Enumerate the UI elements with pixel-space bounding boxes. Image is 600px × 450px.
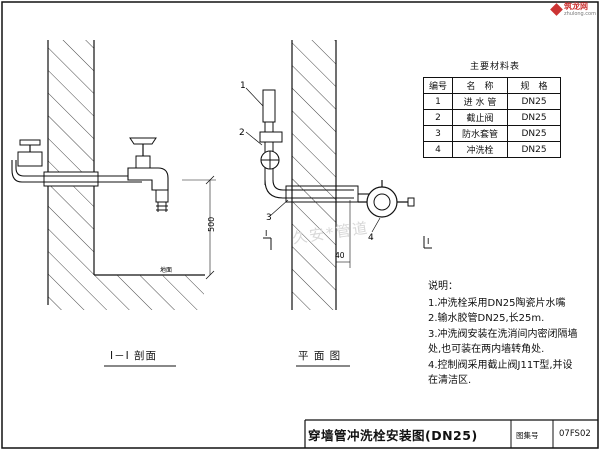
hose-nozzle xyxy=(156,202,168,212)
materials-table: 编号 名 称 规 格 1 进 水 管 DN25 2 截止阀 DN25 3 防水套… xyxy=(423,77,561,158)
notes-title: 说明： xyxy=(428,281,458,292)
notes: 说明： 1.冲洗栓采用DN25陶瓷片水嘴 2.输水胶管DN25,长25m. 3.… xyxy=(428,279,593,389)
note-line: 1.冲洗栓采用DN25陶瓷片水嘴 xyxy=(428,297,566,309)
section-view: 500 地面 xyxy=(11,40,216,367)
section-mark-left: I xyxy=(265,229,267,238)
plan-view: 1 2 3 4 40 I I xyxy=(239,40,432,367)
materials-header-row: 编号 名 称 规 格 xyxy=(423,77,561,94)
row-name: 防水套管 xyxy=(452,125,508,142)
waterproof-sleeve xyxy=(43,171,99,187)
valve-handle xyxy=(19,139,41,146)
section-view-title: I－I 剖面 xyxy=(110,350,158,362)
header-no: 编号 xyxy=(423,77,453,94)
inlet-pipe xyxy=(262,89,276,123)
note-line: 4.控制阀采用截止阀J11T型,并设 xyxy=(428,359,573,371)
logo-name: 筑龙网 xyxy=(563,2,588,11)
table-row: 3 防水套管 DN25 xyxy=(423,125,561,142)
stop-valve xyxy=(17,151,43,167)
table-row: 1 进 水 管 DN25 xyxy=(423,93,561,110)
floor-label: 地面 xyxy=(160,266,172,274)
row-name: 截止阀 xyxy=(452,109,508,126)
row-spec: DN25 xyxy=(507,141,561,158)
atlas-label: 图集号 xyxy=(516,431,539,440)
plan-wall-hatch xyxy=(292,40,336,310)
row-no: 2 xyxy=(423,109,453,126)
section-mark-right: I xyxy=(427,237,429,246)
logo: 筑龙网 zhulong.com xyxy=(550,2,596,17)
row-spec: DN25 xyxy=(507,125,561,142)
height-dimension: 500 xyxy=(207,217,216,232)
row-no: 3 xyxy=(423,125,453,142)
note-line: 在清洁区. xyxy=(428,375,472,386)
callout-4: 4 xyxy=(368,233,374,243)
row-name: 冲洗栓 xyxy=(452,141,508,158)
note-line: 3.冲洗阀安装在洗消间内密闭隔墙 xyxy=(428,328,578,340)
logo-icon xyxy=(550,3,563,16)
drawing-title: 穿墙管冲洗栓安装图(DN25) xyxy=(308,428,478,443)
logo-sub: zhulong.com xyxy=(563,11,596,17)
materials-caption: 主要材料表 xyxy=(470,62,521,72)
row-spec: DN25 xyxy=(507,93,561,110)
table-row: 2 截止阀 DN25 xyxy=(423,109,561,126)
row-no: 4 xyxy=(423,141,453,158)
note-line: 2.输水胶管DN25,长25m. xyxy=(428,313,545,324)
note-line: 处,也可装在两内墙转角处. xyxy=(428,344,545,355)
faucet-handle xyxy=(129,137,157,145)
header-spec: 规 格 xyxy=(507,77,561,94)
atlas-code: 07FS02 xyxy=(559,429,591,439)
callout-3: 3 xyxy=(266,213,272,223)
table-row: 4 冲洗栓 DN25 xyxy=(423,141,561,158)
row-spec: DN25 xyxy=(507,109,561,126)
row-no: 1 xyxy=(423,93,453,110)
hydrant-faucet xyxy=(127,167,169,191)
callout-1: 1 xyxy=(240,81,246,91)
row-name: 进 水 管 xyxy=(452,93,508,110)
plan-view-title: 平 面 图 xyxy=(298,350,342,362)
callout-2: 2 xyxy=(239,128,245,138)
header-name: 名 称 xyxy=(452,77,508,94)
dimension-40: 40 xyxy=(335,251,345,260)
